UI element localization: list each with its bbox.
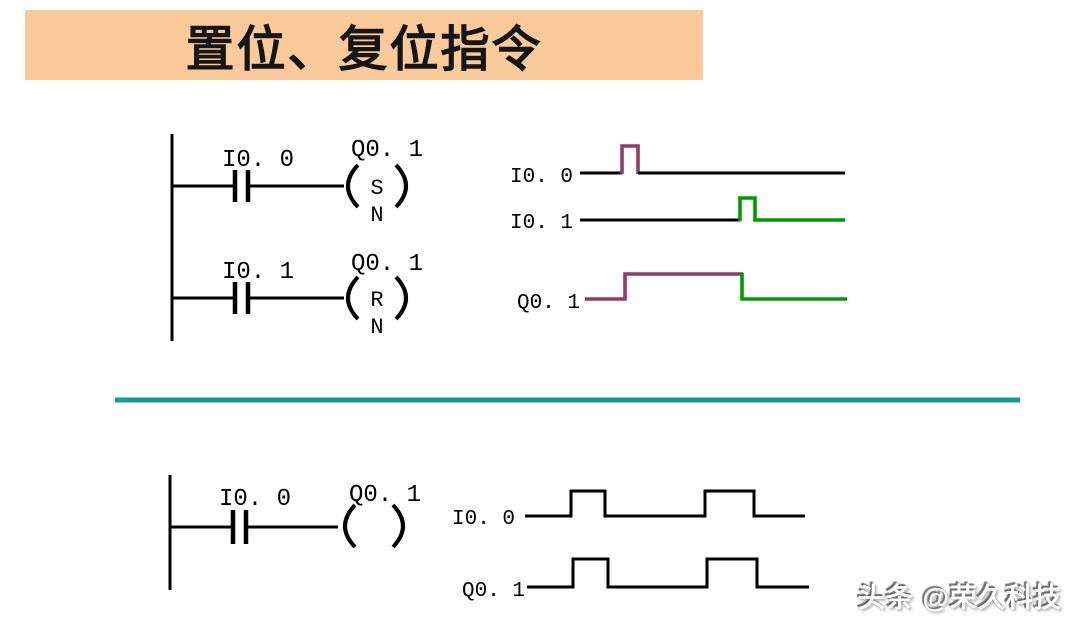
coil-address-label: Q0. 1 xyxy=(351,137,423,164)
ladder-rung-plain: I0. 0 Q0. 1 xyxy=(170,482,421,549)
coil-function-letter: R xyxy=(370,288,383,313)
timing-diagram-top: I0. 0 I0. 1 Q0. 1 xyxy=(510,144,847,315)
ladder-diagram-top: I0. 0 Q0. 1 S N I0. 1 Q0. 1 R N xyxy=(170,134,423,341)
timing-signal-label: I0. 0 xyxy=(452,508,515,531)
coil-paren-left xyxy=(346,275,360,321)
timing-signal-label: I0. 1 xyxy=(510,212,573,235)
waveform-layer-top xyxy=(580,144,847,301)
coil-paren-right xyxy=(394,163,408,209)
coil-modifier-letter: N xyxy=(370,315,383,340)
coil-modifier-letter: N xyxy=(370,203,383,228)
coil-paren-left xyxy=(346,163,360,209)
title-bar: 置位、复位指令 xyxy=(25,10,703,80)
ladder-diagram-bottom: I0. 0 Q0. 1 xyxy=(168,475,421,590)
waveform-layer-bottom xyxy=(525,489,809,589)
waveform-I0.0 xyxy=(620,144,640,174)
waveform-Q0.1 xyxy=(527,557,809,589)
ladder-rung-reset: I0. 1 Q0. 1 R N xyxy=(172,251,423,340)
waveform-I0.1 xyxy=(738,196,845,222)
contact-label: I0. 0 xyxy=(222,147,294,174)
watermark: 头条 @荣久科技 xyxy=(858,583,1062,613)
timing-diagram-bottom: I0. 0 Q0. 1 xyxy=(452,489,809,603)
ladder-rung-set: I0. 0 Q0. 1 S N xyxy=(172,137,423,228)
timing-signal-label: Q0. 1 xyxy=(517,292,580,315)
page-title: 置位、复位指令 xyxy=(185,21,543,77)
coil-paren-left xyxy=(343,503,357,549)
timing-signal-label: Q0. 1 xyxy=(462,580,525,603)
waveform-Q0.1 xyxy=(740,273,847,301)
contact-label: I0. 0 xyxy=(219,486,291,513)
coil-function-letter: S xyxy=(370,176,383,201)
waveform-Q0.1 xyxy=(585,272,743,301)
coil-paren-right xyxy=(394,275,408,321)
coil-address-label: Q0. 1 xyxy=(351,251,423,278)
coil-paren-right xyxy=(391,503,405,549)
contact-label: I0. 1 xyxy=(222,259,294,286)
coil-address-label: Q0. 1 xyxy=(349,482,421,509)
waveform-I0.0 xyxy=(525,489,805,518)
timing-signal-label: I0. 0 xyxy=(510,166,573,189)
